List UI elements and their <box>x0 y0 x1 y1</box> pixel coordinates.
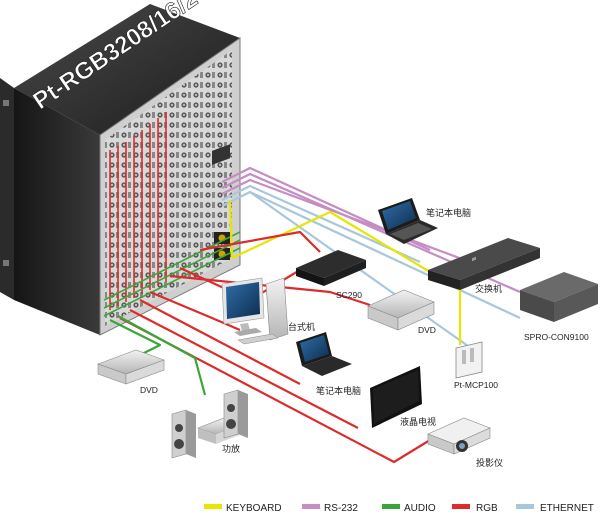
label-laptop-top: 笔记本电脑 <box>426 207 471 219</box>
legend-label-rs232: RS-232 <box>324 503 358 514</box>
legend-swatch-audio <box>382 504 400 509</box>
cables <box>103 112 521 464</box>
rgb-harness <box>109 112 167 310</box>
legend-swatch-ethernet <box>516 504 534 509</box>
legend-swatch-keyboard <box>204 504 222 509</box>
laptop-top-icon <box>378 198 438 244</box>
legend-swatch-rs232 <box>302 504 320 509</box>
legend-item-audio: AUDIO <box>382 503 436 514</box>
label-desktop: 台式机 <box>288 321 315 333</box>
legend-label-rgb: RGB <box>476 503 498 514</box>
keyboard-cables <box>228 199 462 345</box>
legend-label-ethernet: ETHERNET <box>540 503 594 514</box>
rgb-cables <box>119 230 431 464</box>
label-sc290: SC290 <box>336 290 362 300</box>
label-spro: SPRO-CON9100 <box>524 332 589 342</box>
dvd-right-icon <box>367 289 435 331</box>
label-dvd-right: DVD <box>418 325 436 335</box>
projector-icon <box>427 417 491 455</box>
legend-item-rs232: RS-232 <box>302 503 358 514</box>
legend-item-rgb: RGB <box>452 503 498 514</box>
label-mcp: Pt-MCP100 <box>454 380 498 390</box>
legend-label-keyboard: KEYBOARD <box>226 503 282 514</box>
dvd-left-icon <box>97 349 165 385</box>
sc290-icon <box>296 250 366 286</box>
lcd-tv-icon <box>370 366 422 428</box>
legend-swatch-rgb <box>452 504 470 509</box>
laptop-mid-icon <box>296 332 352 376</box>
desktop-computer-icon <box>221 277 289 345</box>
mcp100-panel-icon <box>455 341 483 379</box>
spro-con9100-icon <box>520 272 598 322</box>
amplifier-icon <box>171 389 248 459</box>
label-amplifier: 功放 <box>222 443 240 455</box>
label-lcd-tv: 液晶电视 <box>400 416 436 428</box>
network-switch-icon <box>428 238 540 290</box>
legend-item-keyboard: KEYBOARD <box>204 503 282 514</box>
label-projector: 投影仪 <box>476 457 503 469</box>
label-dvd-left: DVD <box>140 385 158 395</box>
legend-item-ethernet: ETHERNET <box>516 503 594 514</box>
label-switch: 交换机 <box>475 283 502 295</box>
legend: KEYBOARD RS-232 AUDIO RGB ETHERNET <box>204 503 594 514</box>
legend-label-audio: AUDIO <box>404 503 436 514</box>
matrix-chassis <box>0 4 241 336</box>
label-laptop-mid: 笔记本电脑 <box>316 385 361 397</box>
